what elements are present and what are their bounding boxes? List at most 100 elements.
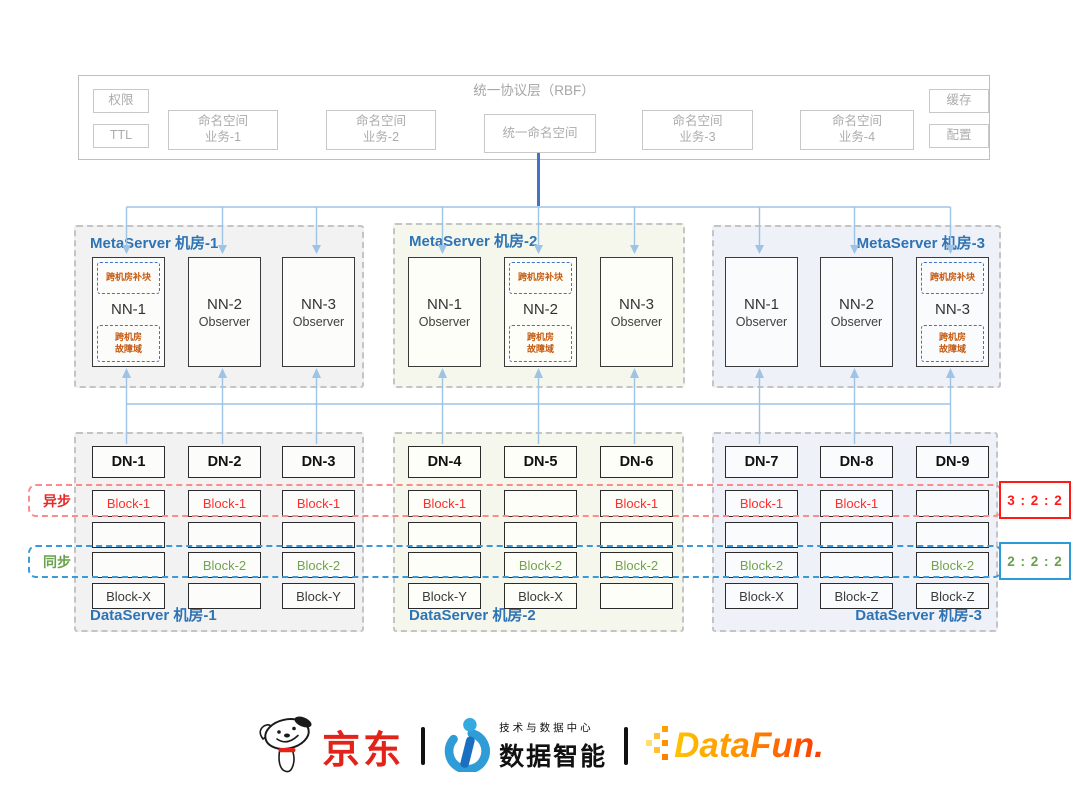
dn-header: DN-2 — [188, 446, 261, 478]
nn-role: Observer — [418, 314, 471, 329]
jd-mascot-icon — [256, 712, 318, 781]
sync-band: 同步 — [28, 545, 1002, 578]
data-room-2: DataServer 机房-2 DN-4 Block-1 Block-Y DN-… — [393, 432, 684, 632]
nn-role: Observer — [292, 314, 345, 329]
box-namespace-biz-4: 命名空间 业务-4 — [800, 110, 914, 150]
dn-cell — [600, 583, 673, 609]
nn-node-nn1-observer: NN-1 Observer — [408, 257, 481, 367]
datafun-logo: DataFun. — [645, 725, 824, 768]
dn-cell — [92, 522, 165, 548]
dn-header: DN-9 — [916, 446, 989, 478]
cross-room-fault-box: 跨机房 故障域 — [509, 325, 572, 362]
dn-cell — [504, 522, 577, 548]
meta-room-1: MetaServer 机房-1 跨机房补块 NN-1 跨机房 故障域 NN-2 … — [74, 225, 364, 388]
dn-cell: Block-X — [92, 583, 165, 609]
dept-line1: 技术与数据中心 — [499, 721, 594, 734]
dn-cell: Block-Z — [820, 583, 893, 609]
nn-node-nn2-observer: NN-2 Observer — [820, 257, 893, 367]
dn-cell: Block-1 — [188, 490, 261, 517]
nn-node-nn2-observer: NN-2 Observer — [188, 257, 261, 367]
dn-header: DN-3 — [282, 446, 355, 478]
dn-cell — [916, 522, 989, 548]
separator-bar — [421, 727, 426, 765]
nn-name: NN-1 — [743, 295, 779, 313]
async-band: 异步 — [28, 484, 1002, 517]
cross-room-fault-box: 跨机房 故障域 — [97, 325, 160, 362]
sync-ratio-box: 2 : 2 : 2 — [999, 542, 1071, 580]
data-intelligence-icon — [442, 716, 492, 777]
dn-cell: Block-1 — [92, 490, 165, 517]
dn-cell: Block-2 — [504, 552, 577, 578]
dn-cell: Block-Y — [282, 583, 355, 609]
protocol-layer: 统一协议层（RBF） 权限 TTL 命名空间 业务-1 命名空间 业务-2 统一… — [78, 75, 990, 160]
nn-node-nn3-active: 跨机房补块 NN-3 跨机房 故障域 — [916, 257, 989, 367]
dn-header: DN-1 — [92, 446, 165, 478]
dn-header: DN-7 — [725, 446, 798, 478]
meta-room-3-title: MetaServer 机房-3 — [856, 235, 985, 252]
dn-cell: Block-2 — [725, 552, 798, 578]
data-room-3-title: DataServer 机房-3 — [855, 607, 982, 624]
dn-header: DN-8 — [820, 446, 893, 478]
datafun-wordmark: DataFun. — [674, 726, 824, 765]
dept-line2: 数据智能 — [499, 742, 608, 771]
dn-header: DN-4 — [408, 446, 481, 478]
box-unified-namespace: 统一命名空间 — [484, 114, 596, 153]
box-config: 配置 — [929, 124, 989, 148]
dn-cell: Block-2 — [188, 552, 261, 578]
dn-cell — [408, 522, 481, 548]
dn-cell — [600, 522, 673, 548]
cross-room-patch-box: 跨机房补块 — [509, 262, 572, 294]
dn-cell: Block-X — [725, 583, 798, 609]
nn-name: NN-2 — [522, 301, 558, 318]
nn-node-nn2-active: 跨机房补块 NN-2 跨机房 故障域 — [504, 257, 577, 367]
separator-bar — [624, 727, 629, 765]
box-namespace-biz-1: 命名空间 业务-1 — [168, 110, 278, 150]
sync-label: 同步 — [43, 553, 71, 570]
dn-header: DN-5 — [504, 446, 577, 478]
datafun-squares-icon — [645, 725, 671, 768]
jd-logo: 京东 — [256, 712, 404, 781]
nn-role: Observer — [830, 314, 883, 329]
cross-room-patch-box: 跨机房补块 — [921, 262, 984, 294]
data-room-2-title: DataServer 机房-2 — [409, 607, 536, 624]
nn-name: NN-2 — [838, 295, 874, 313]
dn-cell: Block-Z — [916, 583, 989, 609]
nn-node-nn1-observer: NN-1 Observer — [725, 257, 798, 367]
data-room-1-title: DataServer 机房-1 — [90, 607, 217, 624]
async-label: 异步 — [43, 492, 71, 509]
box-cache: 缓存 — [929, 89, 989, 113]
dn-cell: Block-1 — [725, 490, 798, 517]
data-room-3: DataServer 机房-3 DN-7 Block-1 Block-2 Blo… — [712, 432, 998, 632]
dn-cell: Block-2 — [282, 552, 355, 578]
nn-name: NN-1 — [110, 301, 146, 318]
dn-cell: Block-1 — [600, 490, 673, 517]
async-ratio-box: 3 : 2 : 2 — [999, 481, 1071, 519]
dn-header: DN-6 — [600, 446, 673, 478]
meta-room-2-title: MetaServer 机房-2 — [409, 233, 538, 250]
cross-room-patch-box: 跨机房补块 — [97, 262, 160, 294]
dn-cell — [188, 583, 261, 609]
meta-room-1-title: MetaServer 机房-1 — [90, 235, 219, 252]
nn-node-nn3-observer: NN-3 Observer — [600, 257, 673, 367]
nn-role: Observer — [610, 314, 663, 329]
dn-cell: Block-Y — [408, 583, 481, 609]
cross-room-fault-box: 跨机房 故障域 — [921, 325, 984, 362]
dn-cell: Block-X — [504, 583, 577, 609]
nn-name: NN-3 — [300, 295, 336, 313]
dn-cell — [408, 552, 481, 578]
jd-tech-logo: 技术与数据中心 数据智能 — [442, 716, 607, 777]
nn-role: Observer — [198, 314, 251, 329]
data-room-1: DataServer 机房-1 DN-1 Block-1 Block-X DN-… — [74, 432, 364, 632]
meta-room-3: MetaServer 机房-3 NN-1 Observer NN-2 Obser… — [712, 225, 1001, 388]
box-namespace-biz-2: 命名空间 业务-2 — [326, 110, 436, 150]
nn-name: NN-1 — [426, 295, 462, 313]
nn-node-nn1-active: 跨机房补块 NN-1 跨机房 故障域 — [92, 257, 165, 367]
nn-node-nn3-observer: NN-3 Observer — [282, 257, 355, 367]
dn-cell — [820, 522, 893, 548]
dn-cell — [916, 490, 989, 517]
box-permission: 权限 — [93, 89, 149, 113]
meta-room-2: MetaServer 机房-2 NN-1 Observer 跨机房补块 NN-2… — [393, 223, 685, 388]
box-ttl: TTL — [93, 124, 149, 148]
footer-logos: 京东 技术与数据中心 数据智能 — [0, 706, 1080, 786]
